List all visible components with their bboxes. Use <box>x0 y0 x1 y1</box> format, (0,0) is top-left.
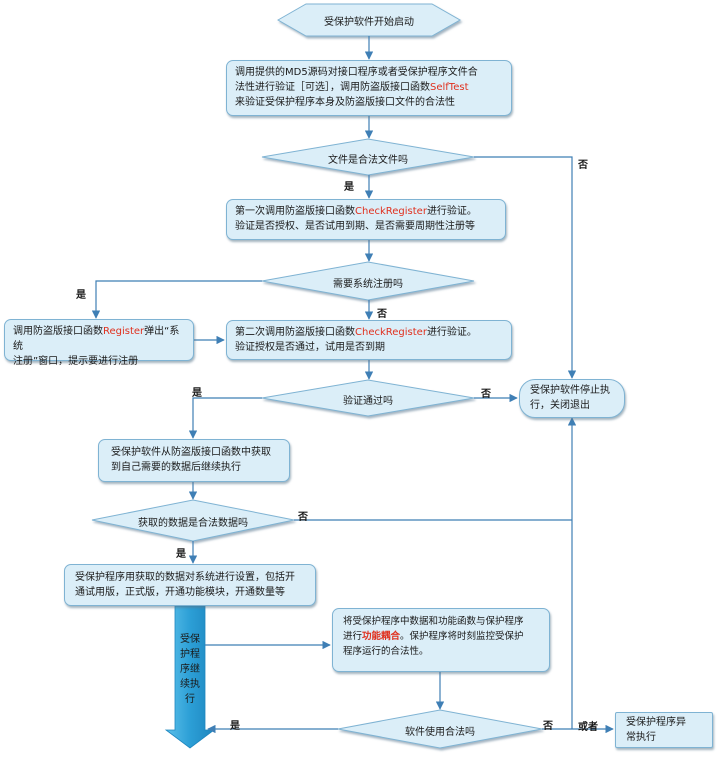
dec1-no-label: 否 <box>578 160 588 171</box>
continue-label: 受保护程序继续执行 <box>180 634 200 705</box>
step2-box: 第一次调用防盗版接口函数CheckRegister进行验证。 验证是否授权、是否… <box>226 199 506 240</box>
step5-box: 受保护程序用获取的数据对系统进行设置，包括开 通试用版，正式版，开通功能模块，开… <box>64 564 316 606</box>
dec4-no-label: 否 <box>298 512 308 523</box>
step6-box: 将受保护程序中数据和功能函数与保护程序 进行功能耦合。保护程序将时刻监控受保护 … <box>332 608 550 672</box>
dec4-yes-label: 是 <box>176 549 186 560</box>
register-box: 调用防盗版接口函数Register弹出“系统 注册”窗口，提示要进行注册 <box>4 319 194 367</box>
arrow-dec2-register <box>91 280 262 319</box>
start-terminal <box>276 3 462 37</box>
dec2-no-label: 否 <box>377 309 387 320</box>
dec5-no-label: 否 <box>543 721 553 732</box>
arrow-dec3-step4 <box>188 397 262 439</box>
dec1-label: 文件是合法文件吗 <box>328 155 408 166</box>
start-label: 受保护软件开始启动 <box>324 17 414 28</box>
arrow-dec1-stop <box>474 156 577 379</box>
abnormal-box: 受保护程序异 常执行 <box>615 712 713 748</box>
dec3-no-label: 否 <box>481 389 491 400</box>
dec5-yes-label: 是 <box>230 721 240 732</box>
continue-fat-arrow <box>164 605 216 749</box>
dec4-label: 获取的数据是合法数据吗 <box>138 518 248 529</box>
dec5-label: 软件使用合法吗 <box>405 727 475 738</box>
step4-box: 受保护软件从防盗版接口函数中获取 到自己需要的数据后继续执行 <box>98 439 290 482</box>
stop-box: 受保护软件停止执 行，关闭退出 <box>519 379 625 418</box>
step3-box: 第二次调用防盗版接口函数CheckRegister进行验证。 验证授权是否通过，… <box>226 320 512 360</box>
dec2-label: 需要系统注册吗 <box>333 279 403 290</box>
decision-need-register <box>261 261 475 301</box>
dec1-yes-label: 是 <box>344 182 354 193</box>
or-label: 或者 <box>578 722 598 733</box>
dec3-label: 验证通过吗 <box>343 396 393 407</box>
step1-box: 调用提供的MD5源码对接口程序或者受保护程序文件合 法性进行验证［可选］，调用防… <box>226 60 512 116</box>
dec3-yes-label: 是 <box>192 388 202 399</box>
dec2-yes-label: 是 <box>76 290 86 301</box>
